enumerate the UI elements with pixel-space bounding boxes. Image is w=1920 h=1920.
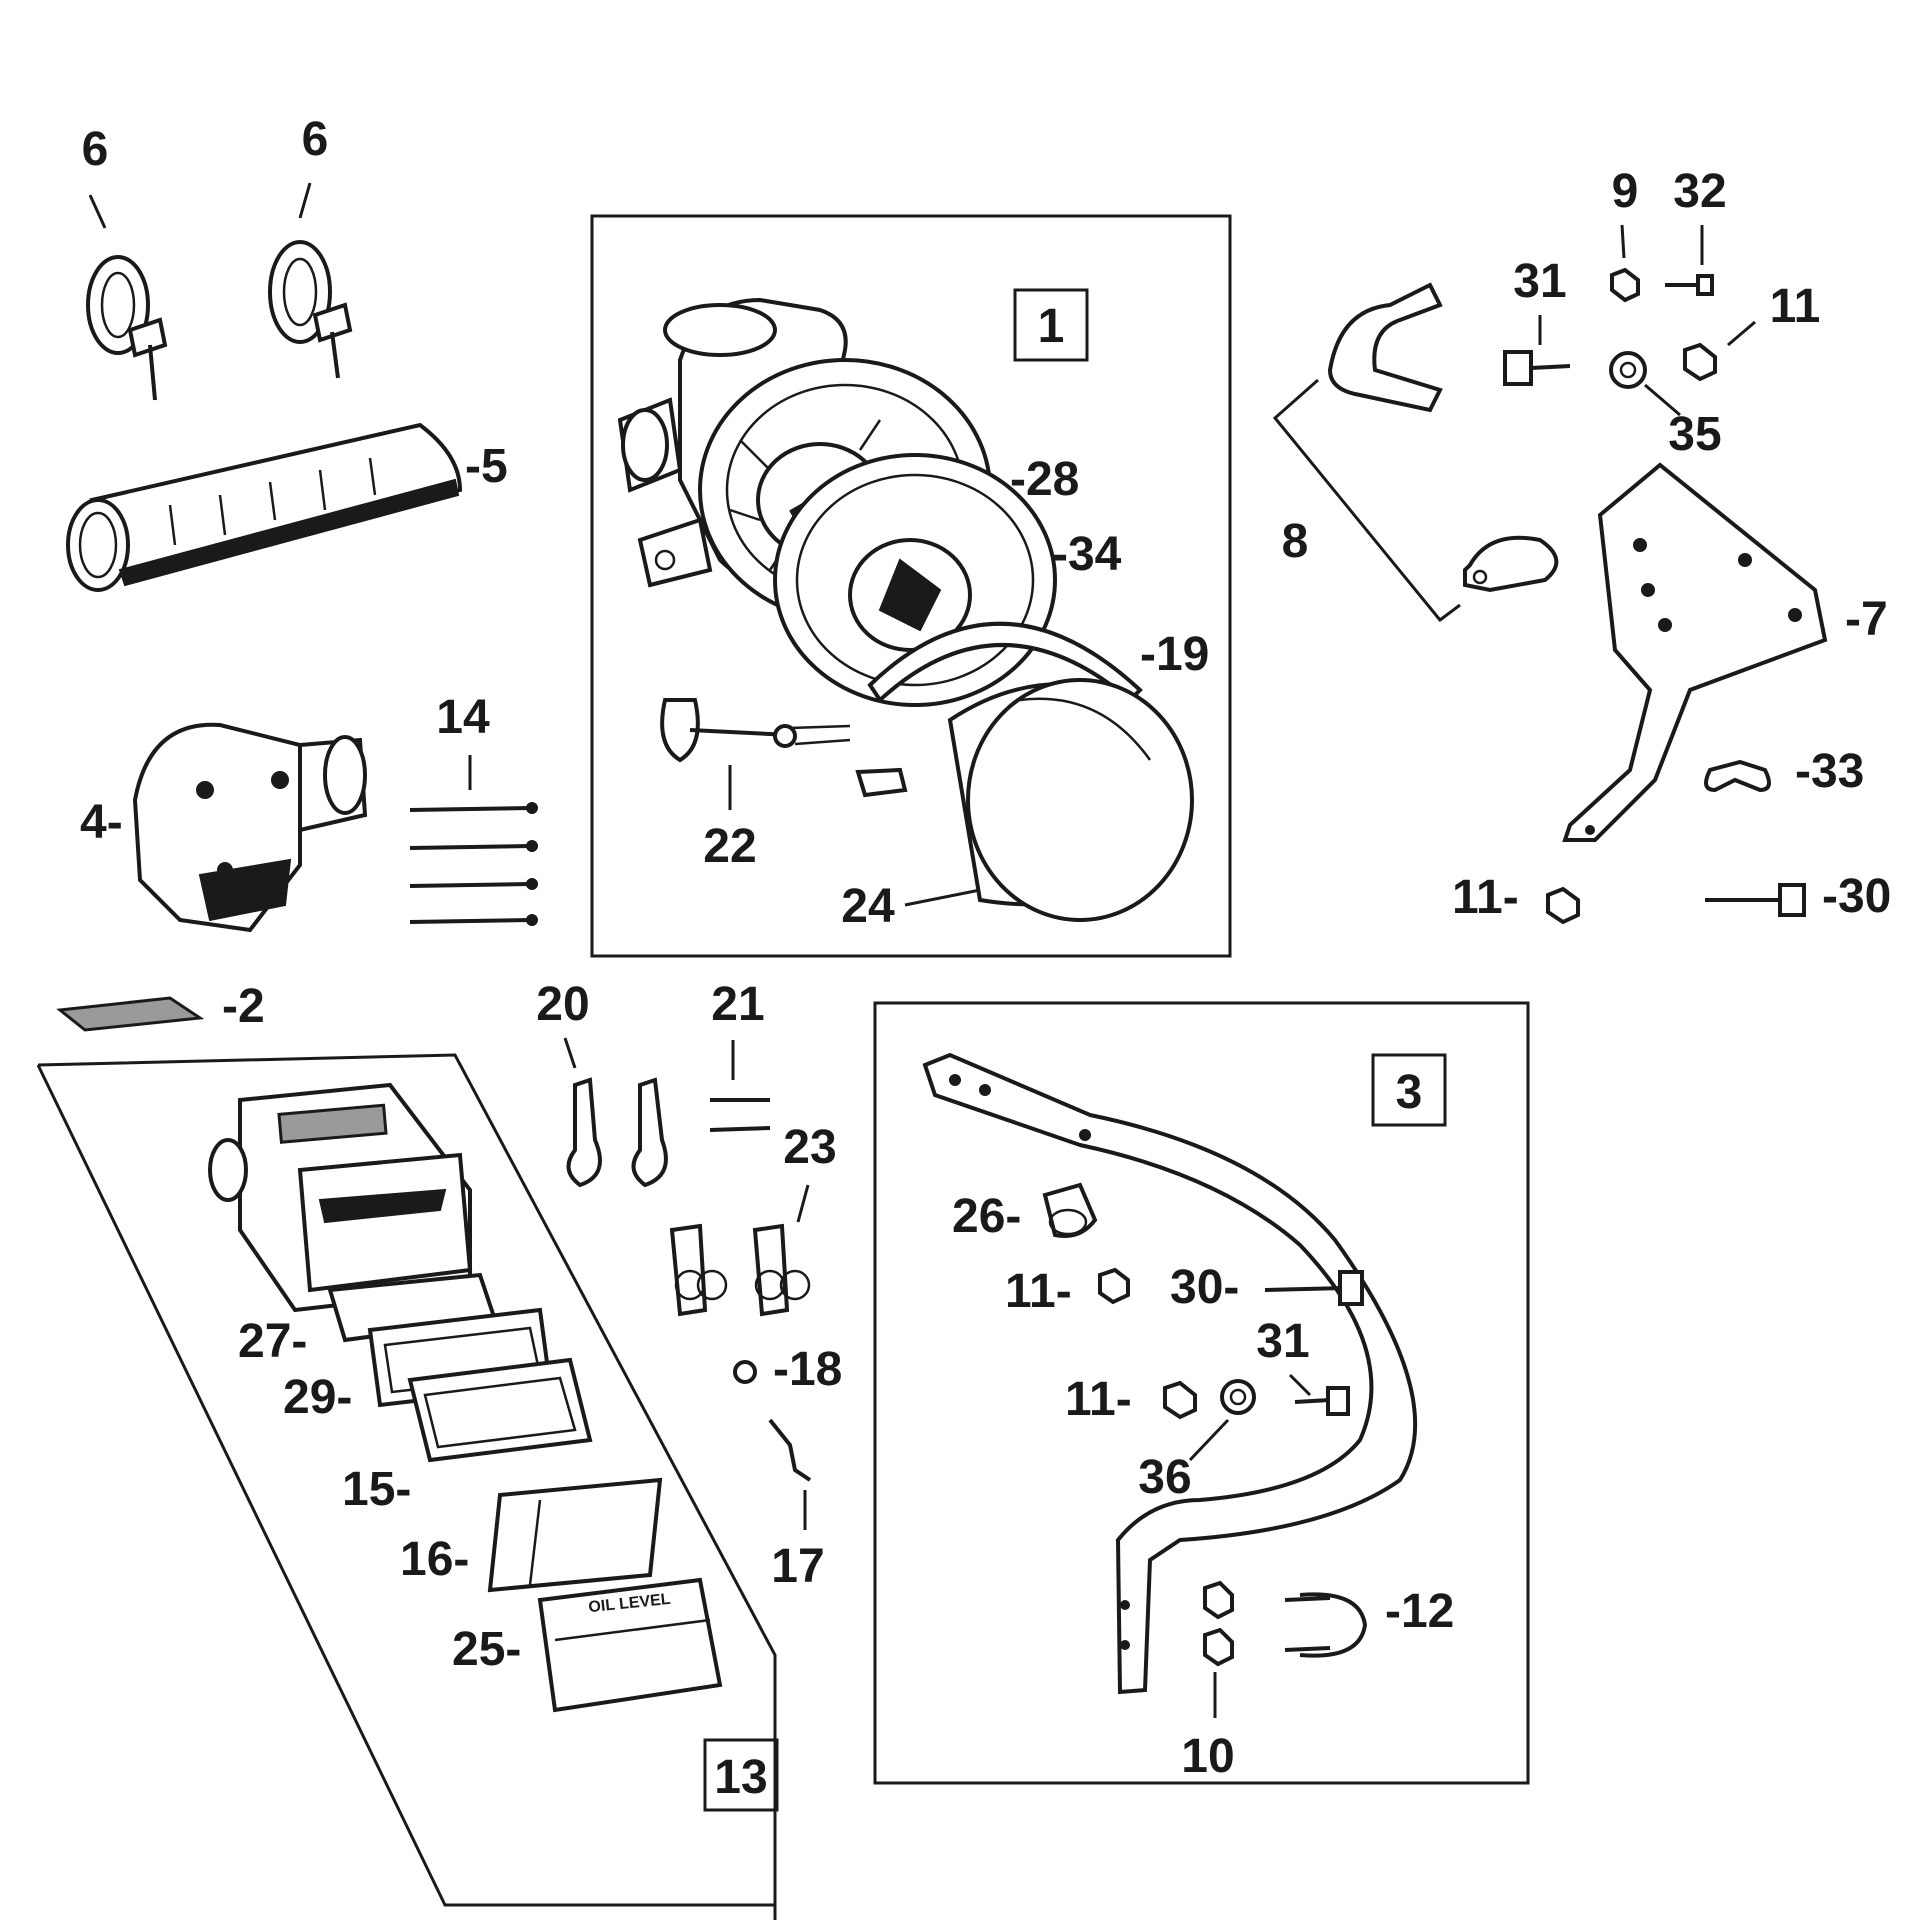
nut-11-top (1683, 342, 1717, 382)
callout-29: 29- (283, 1371, 352, 1424)
callout-4: 4- (80, 796, 123, 849)
callout-11-upper: 11- (1005, 1265, 1072, 1318)
filter-pad-15 (407, 1357, 593, 1463)
washer-35 (1609, 351, 1647, 389)
bolt-31-upper (1503, 350, 1571, 386)
assembly-number-13: 13 (714, 1751, 767, 1804)
callout-7: -7 (1845, 593, 1888, 646)
callout-25: 25- (452, 1623, 521, 1676)
callout-28: -28 (1010, 453, 1079, 506)
leader-6-right (298, 182, 312, 219)
screw-32 (1665, 274, 1714, 296)
callout-14: 14 (436, 691, 490, 744)
callout-11-top: 11 (1770, 280, 1821, 333)
assembly-tag-3 (1371, 1053, 1447, 1127)
nut-10-upper (1203, 1580, 1234, 1620)
callout-21: 21 (711, 978, 764, 1031)
rubber-hose (66, 422, 463, 592)
nut-10-lower (1203, 1627, 1234, 1667)
long-screws (409, 802, 538, 926)
leader-6-left (88, 194, 107, 229)
assembly-tag-13 (703, 1738, 779, 1812)
callout-33: -33 (1795, 745, 1864, 798)
nut-11-upper (1098, 1267, 1130, 1305)
assembly-frame-3 (873, 1001, 1530, 1785)
callout-9: 9 (1612, 165, 1639, 218)
oil-bath-housing (208, 1082, 473, 1313)
leader-31-lower (1288, 1373, 1312, 1397)
callout-5: -5 (465, 440, 508, 493)
bolt-30-upper (1705, 883, 1806, 917)
callout-17: 17 (771, 1540, 824, 1593)
callout-26: 26- (952, 1190, 1021, 1243)
assembly-tag-1 (1013, 288, 1089, 362)
callout-15: 15- (342, 1463, 411, 1516)
hose-clamp-8-upper (1327, 282, 1443, 413)
assembly-frame-13-left (36, 1064, 775, 1907)
callout-11-right: 11- (1452, 871, 1519, 924)
callout-8: 8 (1282, 515, 1309, 568)
assembly-frame-1 (590, 214, 1232, 958)
callout-12: -12 (1385, 1585, 1454, 1638)
callout-31-lower: 31 (1256, 1315, 1309, 1368)
callout-6-left: 6 (82, 123, 109, 176)
hose-clamp-right (268, 240, 353, 379)
hose-clamp-left (86, 255, 168, 401)
gasket-strip (56, 996, 205, 1032)
elbow-housing (132, 722, 368, 933)
callout-18: -18 (773, 1343, 842, 1396)
callout-24: 24 (841, 880, 895, 933)
leader-24 (904, 888, 981, 907)
wing-bolt (660, 698, 851, 763)
callout-32: 32 (1673, 165, 1726, 218)
wing-nut-33 (1704, 759, 1771, 793)
callout-11-lower: 11- (1065, 1373, 1132, 1426)
nut-11-right (1546, 886, 1580, 925)
callout-23: 23 (783, 1121, 836, 1174)
leader-9 (1620, 224, 1626, 259)
callout-6-right: 6 (302, 113, 329, 166)
spring-17 (768, 1418, 812, 1482)
callout-22: 22 (703, 820, 756, 873)
callout-10: 10 (1181, 1730, 1234, 1783)
callout-20: 20 (536, 978, 589, 1031)
oil-cup (855, 678, 1194, 922)
mounting-bracket (922, 1052, 1418, 1695)
leader-35 (1644, 383, 1681, 417)
leader-23 (796, 1184, 810, 1223)
callout-36: 36 (1138, 1451, 1191, 1504)
nut-9 (1610, 267, 1640, 303)
bolt-31-lower (1294, 1386, 1350, 1416)
leader-20 (563, 1037, 577, 1069)
bolt-30-lower (1264, 1270, 1364, 1306)
rubber-bushing-26 (1042, 1182, 1098, 1238)
washer-36 (1220, 1379, 1256, 1415)
assembly-number-3: 3 (1396, 1066, 1423, 1119)
screws-21 (709, 1098, 771, 1132)
leader-36 (1188, 1418, 1230, 1462)
callout-34: -34 (1052, 528, 1122, 581)
callout-30-lower: 30- (1170, 1261, 1239, 1314)
baffle-16 (487, 1477, 663, 1593)
nut-11-lower (1163, 1380, 1197, 1420)
assembly-frame-13-right (37, 1053, 777, 1920)
callout-2: -2 (222, 980, 265, 1033)
clips-20 (566, 1077, 668, 1188)
bracket-leader-8 (1272, 378, 1461, 623)
oil-reservoir-25: OIL LEVEL (537, 1577, 723, 1713)
mounting-plate-7 (1562, 462, 1828, 842)
callout-19: -19 (1140, 628, 1209, 681)
callout-35: 35 (1668, 408, 1721, 461)
leader-11-top (1727, 320, 1756, 347)
assembly-number-1: 1 (1038, 300, 1065, 353)
nut-18 (733, 1360, 757, 1384)
callout-27: 27- (238, 1315, 307, 1368)
hose-clamp-8-lower (1463, 535, 1559, 593)
u-bolt-12 (1284, 1592, 1368, 1658)
hinges-23 (669, 1223, 811, 1317)
callout-16: 16- (400, 1533, 469, 1586)
callout-31-upper: 31 (1513, 255, 1566, 308)
callout-30-upper: -30 (1822, 870, 1891, 923)
